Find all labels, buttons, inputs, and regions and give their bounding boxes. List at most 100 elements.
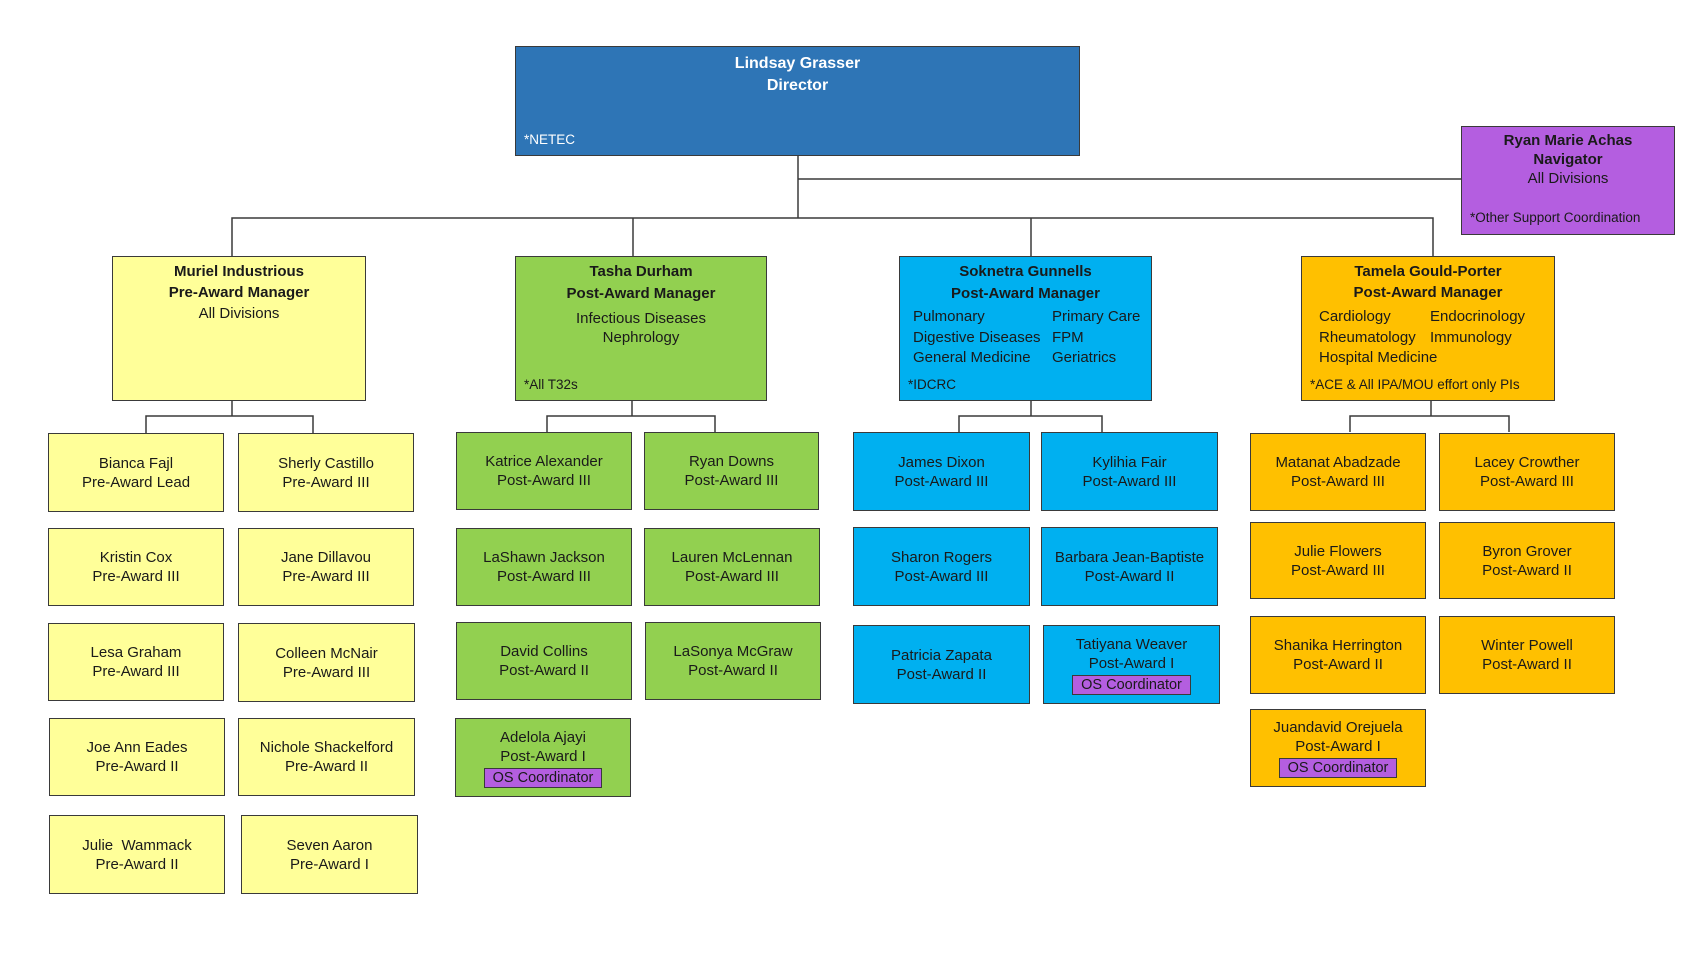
division-item: Pulmonary (913, 308, 985, 325)
staff-name: Barbara Jean-Baptiste (1054, 548, 1205, 566)
manager-title: Pre-Award Manager (168, 284, 310, 301)
staff-role: Pre-Award I (290, 855, 369, 873)
staff-card[interactable]: Nichole Shackelford Pre-Award II (238, 718, 415, 796)
staff-role: Post-Award III (497, 568, 591, 585)
navigator-box[interactable]: Ryan Marie Achas Navigator All Divisions… (1461, 126, 1675, 235)
staff-role: Post-Award III (1291, 473, 1385, 490)
division-item: Rheumatology (1319, 328, 1416, 346)
staff-name: Katrice Alexander (485, 453, 603, 470)
staff-role: Post-Award II (1482, 656, 1572, 673)
staff-card[interactable]: David Collins Post-Award II (456, 622, 632, 700)
staff-card[interactable]: Byron Grover Post-Award II (1439, 522, 1615, 599)
division-column-2: Endocrinology Immunology (1430, 307, 1525, 348)
staff-card[interactable]: Joe Ann Eades Pre-Award II (49, 718, 225, 796)
staff-role: Post-Award II (499, 662, 589, 679)
staff-card[interactable]: Sharon Rogers Post-Award III (853, 527, 1030, 606)
staff-role: Post-Award II (1084, 567, 1175, 585)
staff-role: Post-Award I (1295, 738, 1381, 755)
staff-role: Pre-Award II (284, 758, 369, 775)
navigator-scope: All Divisions (1527, 170, 1609, 187)
staff-role: Post-Award III (894, 472, 989, 490)
manager-note: *ACE & All IPA/MOU effort only PIs (1310, 377, 1520, 392)
staff-card[interactable]: Juandavid Orejuela Post-Award I OS Coord… (1250, 709, 1426, 787)
manager-title: Post-Award Manager (951, 285, 1100, 302)
staff-card[interactable]: Colleen McNair Pre-Award III (238, 623, 415, 702)
staff-card[interactable]: Barbara Jean-Baptiste Post-Award II (1041, 527, 1218, 606)
staff-card[interactable]: Kristin Cox Pre-Award III (48, 528, 224, 606)
staff-card[interactable]: LaShawn Jackson Post-Award III (456, 528, 632, 606)
staff-card[interactable]: Lauren McLennan Post-Award III (644, 528, 820, 606)
staff-role: Pre-Award II (95, 855, 179, 873)
manager-name: Muriel Industrious (173, 263, 304, 280)
staff-name: James Dixon (898, 453, 985, 471)
staff-role: Pre-Award II (95, 758, 179, 775)
division-column-1: Pulmonary Digestive Diseases General Med… (913, 307, 1041, 369)
staff-name: Adelola Ajayi (500, 728, 586, 746)
division-item: Nephrology (602, 329, 680, 346)
staff-card[interactable]: James Dixon Post-Award III (853, 432, 1030, 511)
staff-card[interactable]: Winter Powell Post-Award II (1439, 616, 1615, 694)
staff-name: Jane Dillavou (280, 549, 372, 566)
division-column-1: Cardiology Rheumatology Hospital Medicin… (1319, 307, 1437, 369)
os-coordinator-badge: OS Coordinator (1278, 758, 1398, 778)
staff-name: Kristin Cox (99, 549, 173, 566)
staff-name: Patricia Zapata (891, 646, 992, 664)
staff-card[interactable]: Ryan Downs Post-Award III (644, 432, 819, 510)
staff-name: Sharon Rogers (891, 548, 992, 566)
staff-card[interactable]: Bianca Fajl Pre-Award Lead (48, 433, 224, 512)
staff-card[interactable]: LaSonya McGraw Post-Award II (645, 622, 821, 700)
staff-role: Post-Award II (896, 665, 987, 683)
staff-card[interactable]: Lesa Graham Pre-Award III (48, 623, 224, 701)
staff-name: Lacey Crowther (1474, 454, 1580, 471)
staff-name: LaSonya McGraw (673, 643, 793, 660)
staff-card[interactable]: Seven Aaron Pre-Award I (241, 815, 418, 894)
manager-title: Post-Award Manager (1353, 284, 1503, 301)
staff-role: Pre-Award Lead (81, 473, 191, 491)
staff-card[interactable]: Julie Flowers Post-Award III (1250, 522, 1426, 599)
director-name: Lindsay Grasser (734, 55, 861, 72)
staff-name: Julie Wammack (82, 836, 192, 854)
manager-note: *IDCRC (908, 377, 957, 392)
staff-role: Post-Award III (497, 472, 591, 489)
manager-name: Tamela Gould-Porter (1354, 263, 1502, 280)
durham-manager-box[interactable]: Tasha Durham Post-Award Manager Infectio… (515, 256, 767, 401)
staff-card[interactable]: Adelola Ajayi Post-Award I OS Coordinato… (455, 718, 631, 797)
os-coordinator-badge: OS Coordinator (1072, 674, 1191, 695)
gould-porter-manager-box[interactable]: Tamela Gould-Porter Post-Award Manager C… (1301, 256, 1555, 401)
director-title: Director (766, 77, 829, 94)
staff-role: Pre-Award III (282, 473, 370, 491)
pre-award-manager-box[interactable]: Muriel Industrious Pre-Award Manager All… (112, 256, 366, 401)
staff-name: Colleen McNair (275, 644, 378, 662)
staff-role: Post-Award I (1088, 654, 1175, 672)
staff-card[interactable]: Shanika Herrington Post-Award II (1250, 616, 1426, 694)
navigator-name: Ryan Marie Achas (1503, 132, 1633, 149)
staff-role: Post-Award III (685, 568, 779, 585)
staff-role: Post-Award II (688, 662, 778, 679)
staff-card[interactable]: Tatiyana Weaver Post-Award I OS Coordina… (1043, 625, 1220, 704)
staff-name: Ryan Downs (688, 453, 775, 470)
staff-card[interactable]: Patricia Zapata Post-Award II (853, 625, 1030, 704)
staff-name: LaShawn Jackson (483, 549, 605, 566)
staff-role: Post-Award III (684, 472, 779, 489)
staff-role: Post-Award II (1293, 656, 1383, 673)
staff-card[interactable]: Jane Dillavou Pre-Award III (238, 528, 414, 606)
staff-card[interactable]: Sherly Castillo Pre-Award III (238, 433, 414, 512)
staff-card[interactable]: Lacey Crowther Post-Award III (1439, 433, 1615, 511)
gunnells-manager-box[interactable]: Soknetra Gunnells Post-Award Manager Pul… (899, 256, 1152, 401)
division-item: Digestive Diseases (913, 328, 1041, 346)
staff-card[interactable]: Matanat Abadzade Post-Award III (1250, 433, 1426, 511)
division-item: Geriatrics (1052, 349, 1117, 366)
staff-card[interactable]: Julie Wammack Pre-Award II (49, 815, 225, 894)
staff-card[interactable]: Katrice Alexander Post-Award III (456, 432, 632, 510)
director-box[interactable]: Lindsay Grasser Director *NETEC (515, 46, 1080, 156)
staff-role: Pre-Award III (92, 663, 180, 680)
staff-name: Bianca Fajl (98, 454, 174, 472)
staff-name: Juandavid Orejuela (1273, 719, 1403, 736)
staff-role: Pre-Award III (282, 568, 370, 585)
manager-scope: All Divisions (198, 305, 280, 322)
staff-role: Pre-Award III (282, 663, 371, 681)
staff-name: Lesa Graham (90, 644, 182, 661)
staff-card[interactable]: Kylihia Fair Post-Award III (1041, 432, 1218, 511)
staff-name: Sherly Castillo (278, 454, 374, 472)
